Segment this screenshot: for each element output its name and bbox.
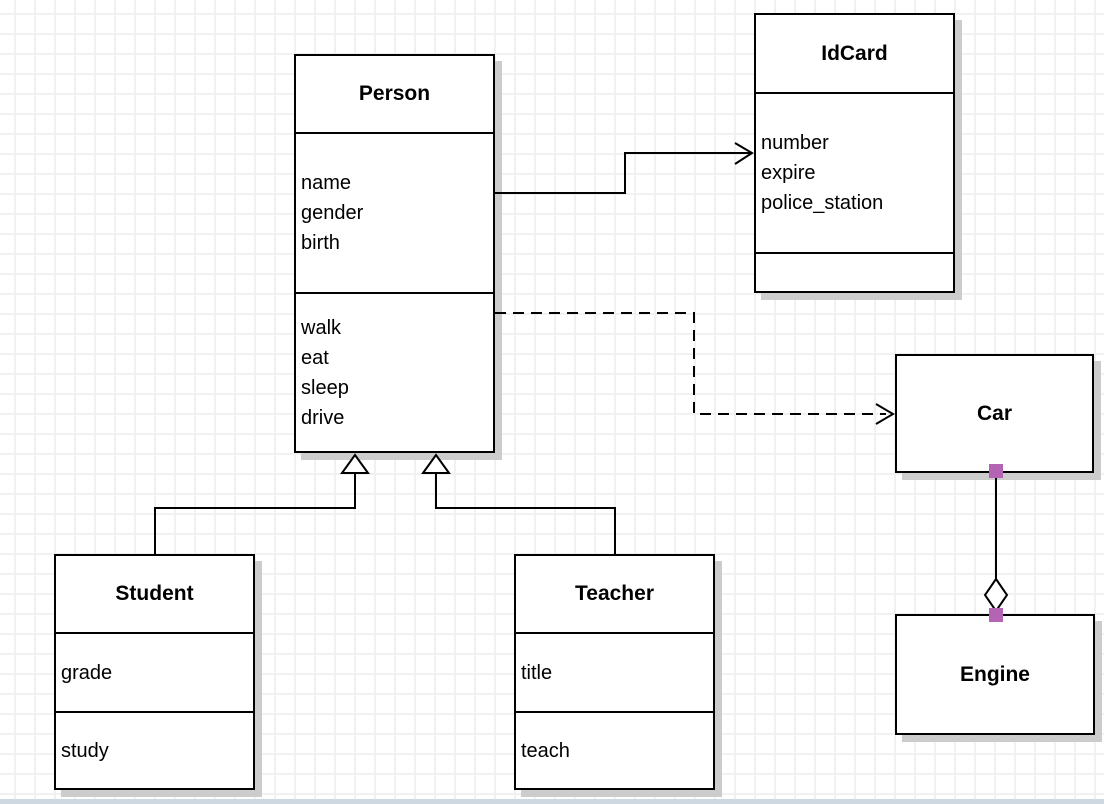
inheritance-student-person[interactable]: [154, 453, 370, 554]
open-arrowhead-icon: [734, 142, 754, 165]
attribute-row: title: [521, 661, 553, 684]
methods-compartment: teach: [516, 713, 713, 788]
attributes-compartment: title: [516, 634, 713, 713]
attribute-row: expire: [761, 162, 816, 184]
class-box-person[interactable]: Person name gender birth walk eat sleep …: [294, 54, 495, 453]
methods-compartment: study: [56, 713, 253, 788]
inheritance-teacher-person[interactable]: [421, 453, 616, 554]
attribute-row: grade: [61, 661, 113, 684]
methods-compartment: walk eat sleep drive: [296, 294, 493, 451]
attribute-row: number: [761, 132, 829, 154]
class-title-teacher: Teacher: [516, 556, 713, 634]
class-box-engine[interactable]: Engine: [895, 614, 1095, 735]
endpoint-handle-icon[interactable]: [989, 608, 1003, 622]
canvas-edge-strip: [0, 799, 1104, 804]
class-box-car[interactable]: Car: [895, 354, 1094, 473]
attributes-compartment: grade: [56, 634, 253, 713]
aggregation-car-engine[interactable]: [983, 464, 1009, 622]
aggregation-diamond-icon: [983, 577, 1009, 613]
class-box-student[interactable]: Student grade study: [54, 554, 255, 790]
method-row: eat: [301, 346, 329, 369]
attributes-compartment: name gender birth: [296, 134, 493, 294]
attribute-row: police_station: [761, 192, 884, 214]
attribute-row: gender: [301, 202, 364, 224]
attributes-compartment: number expire police_station: [756, 94, 953, 254]
inheritance-triangle-icon: [421, 453, 451, 474]
class-title-idcard: IdCard: [756, 15, 953, 94]
class-box-teacher[interactable]: Teacher title teach: [514, 554, 715, 790]
class-title-engine: Engine: [959, 662, 1030, 686]
class-title-car: Car: [976, 401, 1013, 425]
open-arrowhead-icon: [875, 403, 895, 425]
attribute-row: name: [301, 172, 352, 194]
class-title-student: Student: [56, 556, 253, 634]
method-row: study: [61, 739, 109, 762]
method-row: teach: [521, 739, 570, 762]
class-title-person: Person: [296, 56, 493, 134]
class-box-idcard[interactable]: IdCard number expire police_station: [754, 13, 955, 293]
attribute-row: birth: [301, 232, 340, 254]
method-row: sleep: [301, 376, 349, 399]
method-row: walk: [301, 316, 342, 339]
inheritance-triangle-icon: [340, 453, 370, 474]
endpoint-handle-icon[interactable]: [989, 464, 1003, 478]
dependency-person-car[interactable]: [495, 312, 895, 425]
association-person-idcard[interactable]: [495, 142, 754, 194]
method-row: drive: [301, 406, 345, 429]
